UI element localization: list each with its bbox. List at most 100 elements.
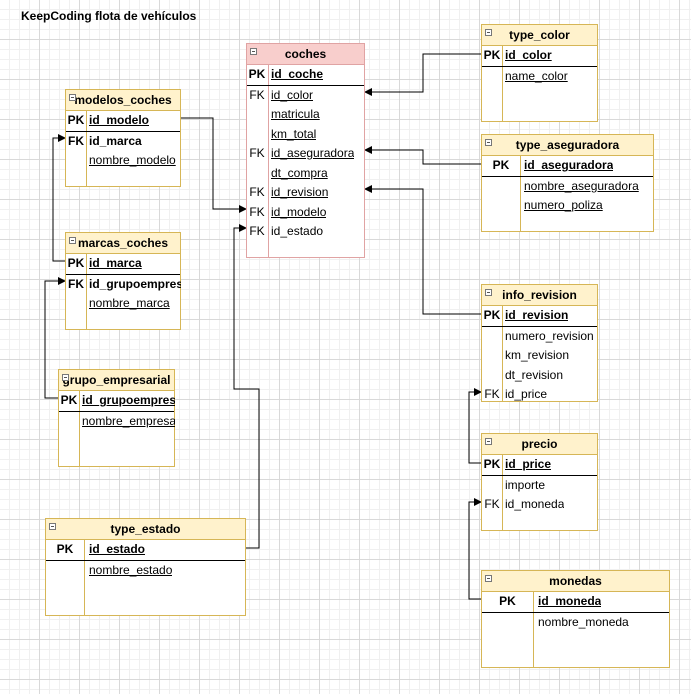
- key-label: PK: [483, 308, 501, 322]
- link-marcas-modelos: [52, 134, 66, 262]
- field-name: dt_revision: [505, 367, 564, 382]
- row: km_total: [247, 125, 364, 145]
- field-name: id_price: [505, 387, 548, 401]
- key-label: PK: [60, 393, 78, 407]
- field-name: id_modelo: [271, 204, 327, 219]
- field-name: id_revision: [505, 308, 569, 322]
- link-precio-revision: [468, 388, 482, 464]
- key-label: PK: [248, 67, 266, 81]
- key-label: FK: [68, 133, 84, 148]
- row: numero_revision: [482, 327, 597, 347]
- collapse-icon[interactable]: [62, 374, 69, 381]
- row: numero_poliza: [482, 196, 653, 216]
- field-name: id_marca: [89, 256, 142, 270]
- field-name: km_total: [271, 126, 317, 141]
- field-name: id_estado: [271, 224, 324, 238]
- key-label: FK: [249, 87, 265, 102]
- field-name: name_color: [505, 68, 568, 83]
- key-label: FK: [484, 387, 500, 401]
- field-name: nombre_moneda: [538, 614, 629, 629]
- key-label: PK: [499, 594, 516, 608]
- field-name: id_coche: [271, 67, 324, 81]
- field-name: id_grupoempresarial: [89, 276, 181, 291]
- table-title: modelos_coches: [74, 93, 172, 107]
- field-name: id_moneda: [538, 594, 602, 608]
- key-label: FK: [249, 204, 265, 219]
- field-name: id_color: [505, 48, 552, 62]
- key-label: FK: [484, 497, 500, 511]
- row: importe: [482, 476, 597, 496]
- row: nombre_empresa: [59, 412, 175, 432]
- link-modelos-coches: [181, 117, 247, 213]
- row: matricula: [247, 105, 364, 125]
- field-name: nombre_aseguradora: [524, 178, 639, 193]
- table-title: marcas_coches: [77, 236, 169, 250]
- key-label: FK: [249, 224, 265, 238]
- row: FK id_price: [482, 385, 597, 405]
- row: FK id_modelo: [247, 203, 364, 223]
- table-grupo-empresarial[interactable]: grupo_empresarial PKid_grupoempresarial …: [58, 369, 175, 467]
- table-title: type_aseguradora: [515, 138, 620, 152]
- collapse-icon[interactable]: [485, 289, 492, 296]
- table-title: type_color: [509, 28, 570, 42]
- collapse-icon[interactable]: [49, 523, 56, 530]
- field-name: id_price: [505, 457, 552, 471]
- field-name: matricula: [271, 107, 320, 121]
- collapse-icon[interactable]: [485, 29, 492, 36]
- collapse-icon[interactable]: [250, 48, 257, 55]
- table-title: type_estado: [110, 522, 181, 536]
- key-label: FK: [68, 276, 84, 291]
- diagram-title: KeepCoding flota de vehículos: [21, 9, 197, 23]
- row-pk: PK id_moneda: [482, 592, 669, 613]
- row-pk: PK id_coche: [247, 65, 364, 86]
- field-name: nombre_marca: [89, 296, 170, 310]
- row-pk: PK id_color: [482, 46, 597, 67]
- key-label: PK: [67, 113, 85, 127]
- field-name: importe: [505, 477, 546, 492]
- collapse-icon[interactable]: [485, 575, 492, 582]
- table-type-color[interactable]: type_color PK id_color name_color: [481, 24, 598, 122]
- row: nombre_modelo: [66, 151, 180, 171]
- link-type-color-coches: [364, 53, 481, 96]
- collapse-icon[interactable]: [69, 94, 76, 101]
- field-name: nombre_empresa: [82, 413, 175, 428]
- key-label: PK: [483, 48, 501, 62]
- table-title: monedas: [549, 574, 602, 588]
- row: dt_compra: [247, 164, 364, 184]
- link-monedas-precio: [468, 498, 482, 600]
- collapse-icon[interactable]: [485, 139, 492, 146]
- field-name: numero_poliza: [524, 198, 603, 212]
- field-name: id_estado: [89, 542, 146, 556]
- collapse-icon[interactable]: [485, 438, 492, 445]
- key-label: PK: [483, 457, 501, 471]
- row: nombre_estado: [46, 561, 245, 581]
- table-monedas[interactable]: monedas PK id_moneda nombre_moneda: [481, 570, 670, 668]
- row-pk: PK id_revision: [482, 306, 597, 327]
- table-title: coches: [284, 47, 327, 61]
- row: nombre_moneda: [482, 613, 669, 633]
- field-name: id_aseguradora: [524, 158, 614, 172]
- field-name: nombre_estado: [89, 562, 173, 577]
- row-pk: PK id_price: [482, 455, 597, 476]
- row: nombre_aseguradora: [482, 177, 653, 197]
- field-name: nombre_modelo: [89, 153, 176, 167]
- row: name_color: [482, 67, 597, 87]
- link-revision-coches: [364, 185, 481, 315]
- field-name: dt_compra: [271, 165, 328, 180]
- row: km_revision: [482, 346, 597, 366]
- collapse-icon[interactable]: [69, 237, 76, 244]
- field-name: km_revision: [505, 348, 570, 362]
